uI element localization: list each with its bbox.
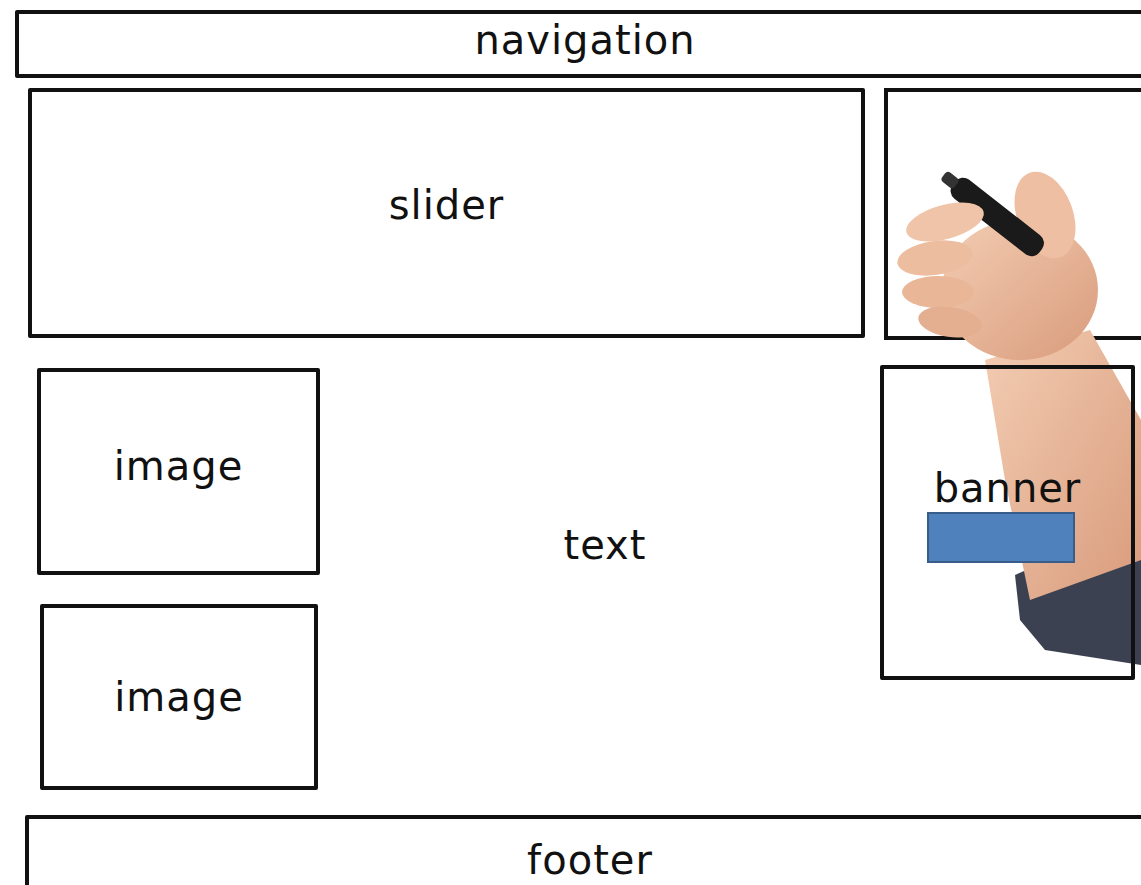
finger: [916, 303, 984, 342]
box-label: slider: [389, 183, 505, 227]
image-box: image: [40, 604, 318, 790]
free-label: text: [564, 523, 647, 567]
box-label: footer: [527, 838, 653, 882]
box-label: image: [114, 675, 244, 719]
blue-button: [928, 513, 1074, 562]
image-box: image: [37, 368, 320, 575]
box-label: image: [114, 444, 244, 488]
slider-box: slider: [28, 88, 865, 338]
thumb: [1003, 163, 1086, 267]
finger: [895, 236, 975, 280]
navigation-bar: navigation: [15, 10, 1141, 78]
finger: [902, 276, 974, 308]
footer-bar: footer: [25, 815, 1141, 885]
box-label: navigation: [474, 18, 695, 62]
box-label: banner: [934, 466, 1082, 510]
banner-box: banner: [880, 365, 1135, 680]
